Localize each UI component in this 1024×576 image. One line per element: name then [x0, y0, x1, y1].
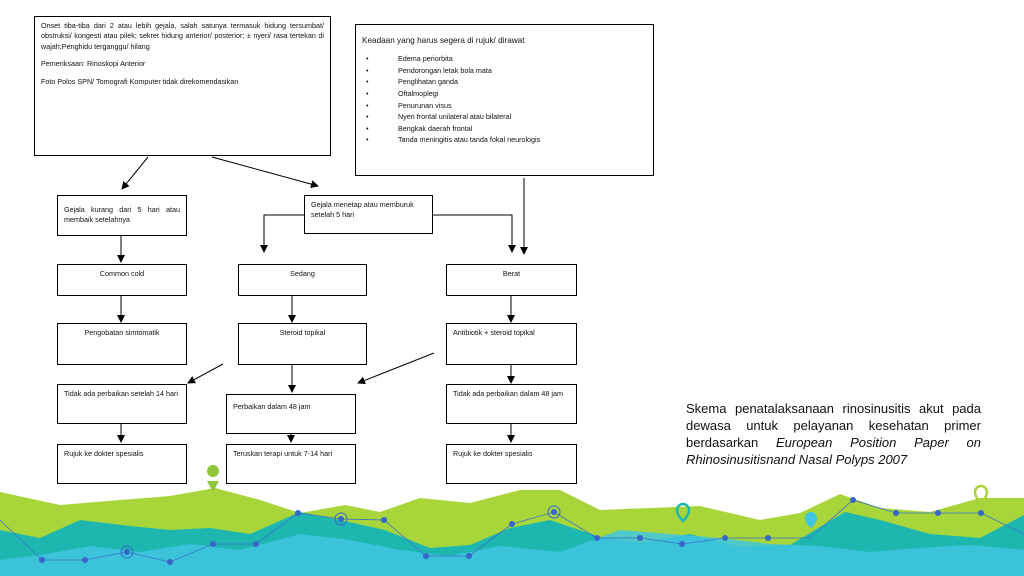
node-topical-steroid: Steroid topikal: [238, 323, 367, 365]
node-label: Teruskan terapi untuk 7-14 hari: [233, 449, 333, 458]
node-antibiotic-steroid: Antibiotik + steroid topikal: [446, 323, 577, 365]
examination-text: Pemeriksaan: Rinoskopi Anterior: [41, 59, 146, 69]
urgent-referral-list: Edema periorbita Pendorongan letak bola …: [362, 53, 647, 146]
network-dots: [39, 497, 984, 565]
node-label: Sedang: [290, 269, 315, 278]
node-label: Steroid topikal: [279, 328, 326, 337]
node-label: Antibiotik + steroid topikal: [453, 328, 535, 337]
node-label: Pengobatan simtomatik: [84, 328, 160, 337]
node-refer-specialist-right: Rujuk ke dokter spesialis: [446, 444, 577, 484]
node-common-cold: Common cold: [57, 264, 187, 296]
onset-criteria-text: Onset tiba-tiba dari 2 atau lebih gejala…: [41, 21, 324, 51]
caption-italic-text: European Position Paper on Rhinosinusiti…: [686, 434, 981, 467]
onset-symptoms-box: Onset tiba-tiba dari 2 atau lebih gejala…: [34, 16, 331, 156]
map-pin-icon: [207, 465, 220, 492]
list-item: Edema periorbita: [362, 53, 647, 65]
list-item: Nyeri frontal unilateral atau bilateral: [362, 111, 647, 123]
node-label: Rujuk ke dokter spesialis: [64, 449, 144, 458]
list-item: Penglihatan ganda: [362, 76, 647, 88]
list-item: Pendorongan letak bola mata: [362, 65, 647, 77]
imaging-text: Foto Polos SPN/ Tomografi Komputer tidak…: [41, 76, 239, 86]
node-label: Tidak ada perbaikan dalam 48 jam: [453, 389, 564, 398]
map-pin-icon: [805, 512, 817, 528]
node-label: Perbaikan dalam 48 jam: [233, 402, 311, 411]
map-pin-icon: [973, 484, 989, 505]
list-item: Penurunan visus: [362, 100, 647, 112]
node-symptoms-under-5-days: Gejala kurang dari 5 hari atau membaik s…: [57, 195, 187, 236]
figure-caption: Skema penatalaksanaan rinosinusitis akut…: [686, 401, 981, 469]
node-symptomatic-treatment: Pengobatan simtomatik: [57, 323, 187, 365]
node-no-improvement-48-hours: Tidak ada perbaikan dalam 48 jam: [446, 384, 577, 424]
map-pin-icon: [675, 502, 691, 523]
list-item: Oftalmoplegi: [362, 88, 647, 100]
urgent-referral-title: Keadaan yang harus segera di rujuk/ dira…: [362, 36, 525, 45]
list-item: Tanda meningitis atau tanda fokal neurol…: [362, 134, 647, 146]
node-label: Rujuk ke dokter spesialis: [453, 449, 533, 458]
network-rings: [120, 505, 561, 559]
node-improvement-48-hours: Perbaikan dalam 48 jam: [226, 394, 356, 434]
list-item: Bengkak daerah frontal: [362, 123, 647, 135]
node-berat: Berat: [446, 264, 577, 296]
node-label: Berat: [502, 269, 521, 278]
node-no-improvement-14-days: Tidak ada perbaikan setelah 14 hari: [57, 384, 187, 424]
node-label: Common cold: [99, 269, 145, 278]
node-refer-specialist-left: Rujuk ke dokter spesialis: [57, 444, 187, 484]
caption-text: Skema penatalaksanaan rinosinusitis akut…: [686, 401, 981, 450]
urgent-referral-box: Keadaan yang harus segera di rujuk/ dira…: [355, 24, 654, 176]
node-symptoms-over-5-days: Gejala menetap atau memburuk setelah 5 h…: [304, 195, 433, 234]
node-label: Gejala menetap atau memburuk setelah 5 h…: [311, 200, 414, 220]
cyan-wave: [0, 530, 1024, 576]
node-label: Tidak ada perbaikan setelah 14 hari: [64, 389, 179, 398]
node-continue-therapy: Teruskan terapi untuk 7-14 hari: [226, 444, 356, 484]
node-sedang: Sedang: [238, 264, 367, 296]
node-label: Gejala kurang dari 5 hari atau membaik s…: [64, 205, 180, 225]
